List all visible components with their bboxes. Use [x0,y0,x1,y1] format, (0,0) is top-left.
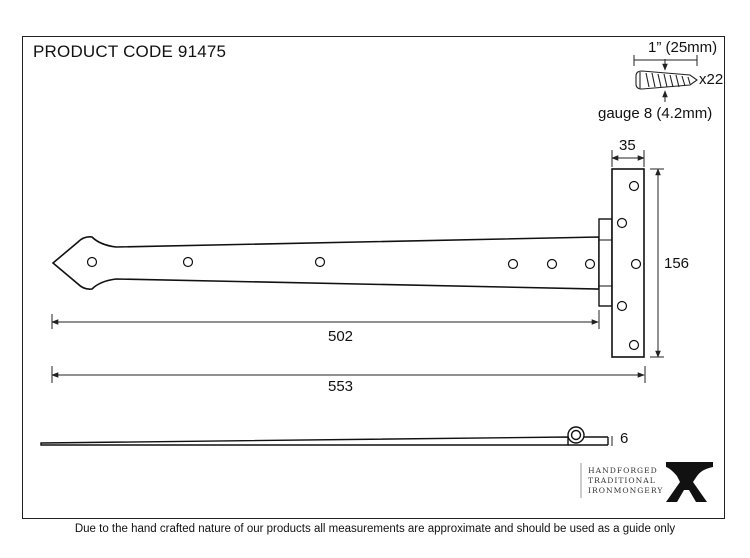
screw-quantity-label: x22 [699,71,724,88]
brand-text: HANDFORGED TRADITIONAL IRONMONGERY [588,466,663,496]
strap-screw-hole [546,258,558,270]
strap-screw-hole [86,256,98,268]
product-code: PRODUCT CODE 91475 [33,42,227,61]
thickness-label: 6 [620,430,629,447]
plate-screw-hole [628,180,640,192]
disclaimer-text: Due to the hand crafted nature of our pr… [74,523,676,535]
brand-line-1: HANDFORGED [588,466,658,475]
screw-length-label: 1” (25mm) [648,39,718,56]
strap-screw-hole [584,258,596,270]
drawing-frame [22,36,725,519]
hinge-knuckle [598,218,613,307]
brand-line-3: IRONMONGERY [588,486,664,495]
plate-screw-hole [628,339,640,351]
strap-screw-hole [182,256,194,268]
hinge-side-view [40,426,609,446]
overall-length-label: 553 [328,378,354,395]
anvil-icon [666,462,713,502]
strap-screw-hole [507,258,519,270]
plate-height-label: 156 [664,255,690,272]
strap-length-label: 502 [328,328,354,345]
plate-screw-hole [616,217,628,229]
plate-width-label: 35 [619,137,636,154]
screw-icon [635,70,698,90]
hinge-strap [51,236,600,290]
plate-screw-hole [630,258,642,270]
screw-gauge-label: gauge 8 (4.2mm) [598,105,713,122]
plate-screw-hole [616,300,628,312]
brand-line-2: TRADITIONAL [588,476,656,485]
strap-screw-hole [314,256,326,268]
